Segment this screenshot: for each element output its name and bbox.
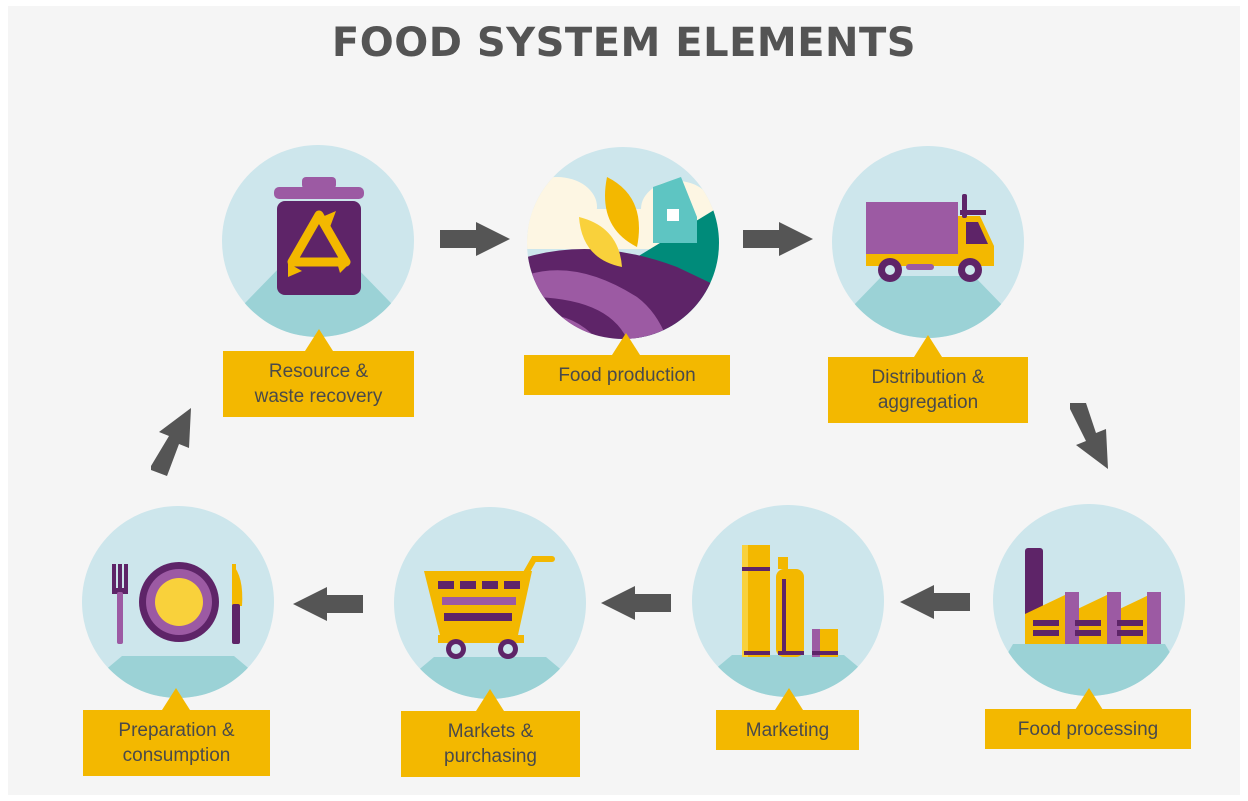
label-pointer [914,335,942,357]
node-distribution-aggregation [832,146,1024,338]
shopping-cart-icon [394,507,586,699]
label-pointer [612,333,640,355]
node-food-processing [993,504,1185,696]
node-resource-waste-recovery [222,145,414,337]
node-label: Resource & waste recovery [223,351,414,417]
label-pointer [775,688,803,710]
product-packages-icon [692,505,884,697]
arrow-right-icon [743,222,813,256]
arrow-left-icon [900,585,970,619]
node-markets-purchasing [394,507,586,699]
arrow-right-icon [440,222,510,256]
page-title: FOOD SYSTEM ELEMENTS [331,20,917,66]
node-label: Food processing [985,709,1191,749]
farm-field-icon [527,147,719,339]
node-label: Markets & purchasing [401,711,580,777]
label-pointer [1075,688,1103,710]
arrow-down-right-icon [1070,403,1108,469]
label-pointer [162,688,190,710]
node-label: Marketing [716,710,859,750]
label-pointer [476,689,504,711]
plate-and-cutlery-icon [82,506,274,698]
node-label: Food production [524,355,730,395]
label-pointer [305,329,333,351]
factory-icon [993,504,1185,696]
node-marketing [692,505,884,697]
node-label: Preparation & consumption [83,710,270,776]
node-food-production [527,147,719,339]
node-label: Distribution & aggregation [828,357,1028,423]
arrow-left-icon [293,587,363,621]
arrow-up-right-icon [151,408,191,476]
node-preparation-consumption [82,506,274,698]
arrow-left-icon [601,586,671,620]
recycling-bin-icon [222,145,414,337]
delivery-truck-icon [832,146,1024,338]
